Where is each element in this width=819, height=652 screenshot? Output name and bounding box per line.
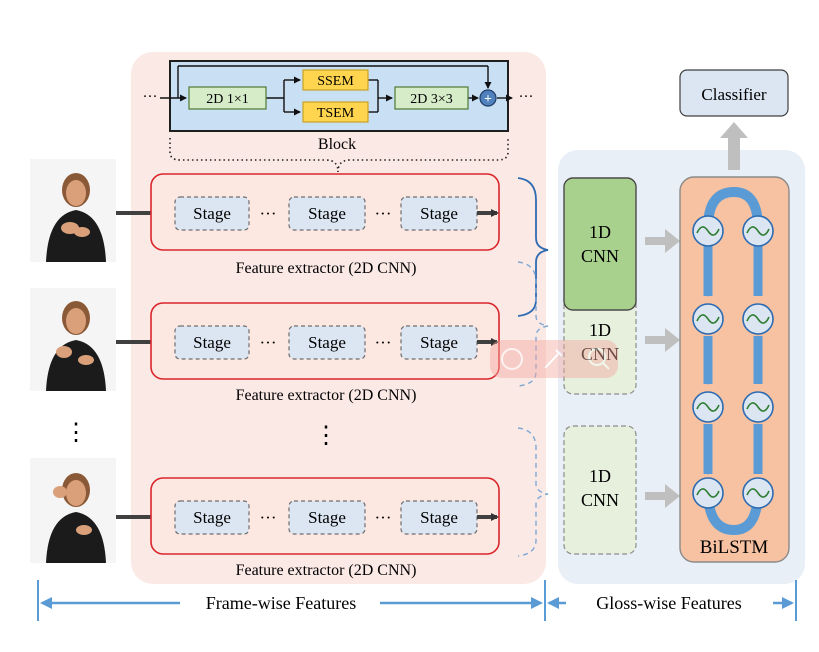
feature-extractor-1: Stage ··· Stage ··· Stage Feature extrac… (150, 173, 500, 277)
lstm-cell-icon (742, 303, 774, 335)
extractor-label: Feature extractor (2D CNN) (236, 387, 417, 404)
conv-1x1-box (188, 86, 267, 110)
lstm-cell-icon (692, 215, 724, 247)
stage-box (174, 325, 250, 360)
conv-1x1-label: 2D 1×1 (206, 92, 249, 107)
arrow-lstm-to-classifier (720, 122, 748, 170)
stage-dots: ··· (260, 333, 277, 352)
bracket-dashed-1 (517, 261, 549, 387)
signer-frame-2 (30, 288, 116, 391)
bottom-legend: Frame-wise Features Gloss-wise Features (37, 580, 797, 621)
add-icon (479, 89, 497, 107)
cnn1d-active: 1D CNN (563, 177, 637, 311)
stage-box (174, 500, 250, 535)
cnn1d-line1: 1D (589, 222, 611, 242)
stage-label: Stage (420, 333, 458, 352)
stage-box (288, 325, 366, 360)
stage-label: Stage (420, 204, 458, 223)
bilstm-label: BiLSTM (700, 537, 769, 558)
stage-box (288, 196, 366, 231)
bilstm-block: BiLSTM (679, 176, 790, 563)
stage-dots: ··· (375, 508, 392, 527)
stage-label: Stage (193, 204, 231, 223)
ai-icon[interactable] (501, 348, 523, 370)
tsem-label: TSEM (317, 106, 355, 121)
cnn1d-line2: CNN (581, 490, 619, 510)
cnn1d-faded-2: 1D CNN (563, 425, 637, 555)
overlay-toolbar[interactable] (490, 340, 618, 378)
arrow-cnn-to-lstm-1 (645, 229, 680, 253)
extractor-label: Feature extractor (2D CNN) (236, 260, 417, 277)
gloss-wise-label: Gloss-wise Features (596, 593, 741, 613)
magic-wand-icon[interactable] (544, 349, 563, 369)
classifier-label: Classifier (701, 85, 766, 104)
stage-dots: ··· (260, 508, 277, 527)
tsem-box (302, 101, 369, 123)
lstm-cell-icon (742, 215, 774, 247)
lstm-cell-icon (692, 477, 724, 509)
cnn1d-line1: 1D (589, 320, 611, 340)
feature-extractor-3: Stage ··· Stage ··· Stage Feature extrac… (150, 477, 500, 579)
classifier-box (679, 69, 789, 117)
stage-label: Stage (193, 508, 231, 527)
arrow-cnn-to-lstm-3 (645, 484, 680, 508)
cnn1d-line2: CNN (581, 344, 619, 364)
bracket-solid (517, 177, 549, 317)
conv-3x3-label: 2D 3×3 (410, 92, 453, 107)
stage-label: Stage (420, 508, 458, 527)
conv-3x3-box (394, 86, 469, 110)
stage-label: Stage (193, 333, 231, 352)
lstm-cell-icon (742, 477, 774, 509)
block-detail: ··· ··· 2D 1×1 SSEM TSEM 2D 3×3 + Block (143, 60, 534, 173)
stage-box (174, 196, 250, 231)
block-label: Block (318, 136, 356, 153)
signer-frame-1 (30, 159, 116, 262)
lstm-cell-icon (742, 391, 774, 423)
cnn1d-line1: 1D (589, 466, 611, 486)
bracket-dashed-2 (517, 427, 549, 557)
stage-dots: ··· (260, 204, 277, 223)
stage-label: Stage (308, 508, 346, 527)
cnn1d-line2: CNN (581, 246, 619, 266)
ssem-label: SSEM (317, 74, 354, 89)
stage-label: Stage (308, 204, 346, 223)
block-ellipsis-left: ··· (143, 89, 158, 105)
block-ellipsis-right: ··· (519, 89, 534, 105)
arrow-cnn-to-lstm-2 (645, 328, 680, 352)
cnn1d-faded-1: 1D CNN (563, 289, 637, 395)
frame-wise-label: Frame-wise Features (206, 593, 356, 613)
extractor-label: Feature extractor (2D CNN) (236, 562, 417, 579)
vertical-dots-middle: ⋮ (314, 423, 338, 449)
stage-dots: ··· (375, 333, 392, 352)
ssem-box (302, 69, 369, 91)
stage-label: Stage (308, 333, 346, 352)
stage-box (288, 500, 366, 535)
signer-frame-3 (30, 458, 116, 563)
add-symbol: + (484, 92, 492, 107)
stage-dots: ··· (375, 204, 392, 223)
feature-extractor-2: Stage ··· Stage ··· Stage Feature extrac… (150, 302, 500, 404)
lstm-cell-icon (692, 391, 724, 423)
lstm-cell-icon (692, 303, 724, 335)
search-icon[interactable] (588, 348, 606, 366)
vertical-dots-left: ⋮ (64, 420, 88, 446)
